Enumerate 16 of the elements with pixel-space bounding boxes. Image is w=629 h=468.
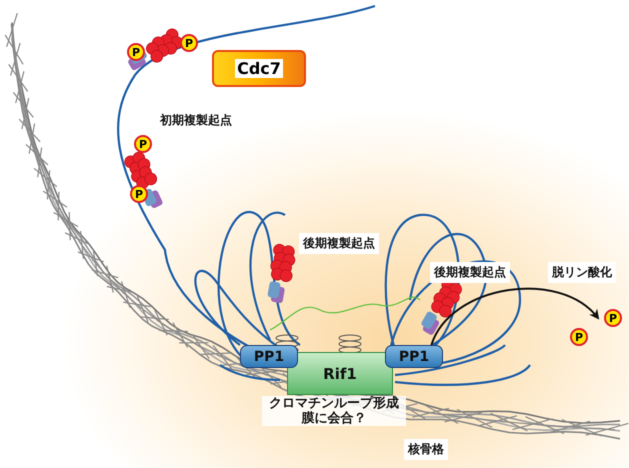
arrow <box>430 288 600 346</box>
phosphatase-box: PP1 <box>385 345 443 368</box>
phosphate-circle: P <box>134 135 152 153</box>
phosphate-circle: P <box>127 43 145 61</box>
phosphate-circle: P <box>180 34 198 52</box>
phosphate-circle: P <box>570 328 588 346</box>
structure-label: 核骨格 <box>404 439 448 460</box>
note-label: クロマチンループ形成膜に会合？ <box>262 396 406 426</box>
protein-box: Rif1 <box>287 352 393 395</box>
phosphate-circle: P <box>130 185 148 203</box>
kinase-box: Cdc7 <box>212 50 306 87</box>
edge-label: 脱リン酸化 <box>548 262 616 283</box>
phosphate-circle: P <box>604 309 622 327</box>
origin-label: 後期複製起点 <box>299 233 379 254</box>
origin-label: 後期複製起点 <box>430 262 510 283</box>
phosphatase-box: PP1 <box>240 345 298 368</box>
